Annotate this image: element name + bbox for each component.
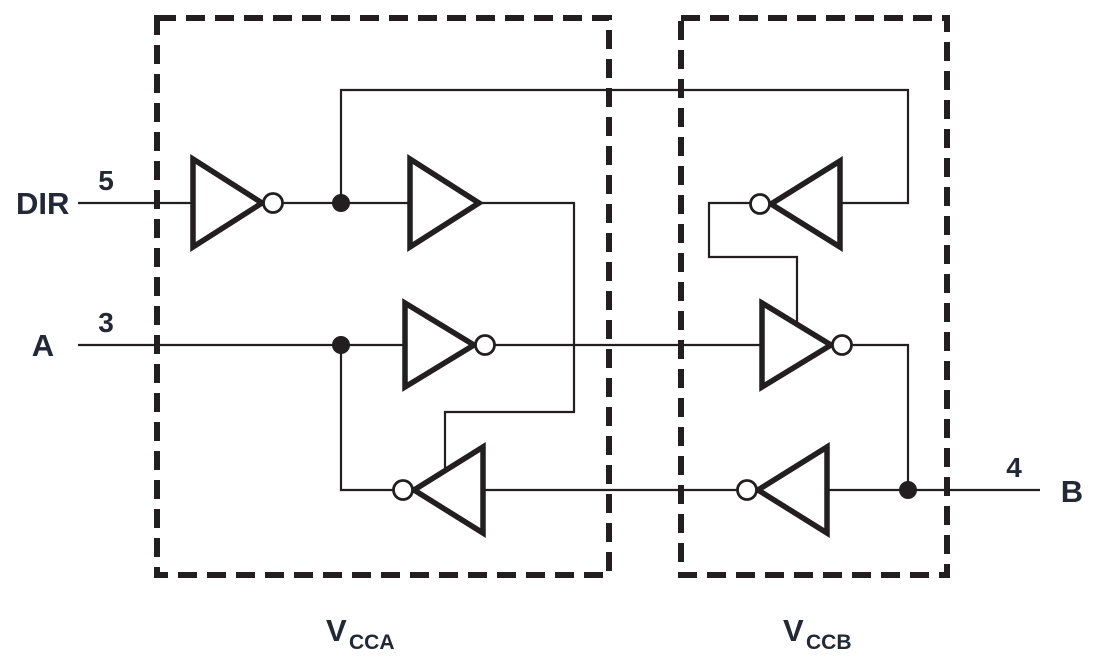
a-to-b-driver-gate	[402, 298, 480, 392]
b-pin-number: 4	[1006, 452, 1022, 483]
wire-bside-enable	[707, 201, 799, 331]
a-pin-label: A	[32, 328, 54, 363]
wire-aside-enable	[443, 201, 576, 475]
dir-inverter-bside-gate	[765, 156, 843, 252]
b-input-inverter-gate	[752, 442, 830, 538]
junction-dot-dir-node	[332, 194, 350, 212]
inversion-bubble-bside-inverter	[749, 193, 771, 215]
inversion-bubble-a-output	[392, 479, 414, 501]
dir-buffer-gate	[407, 153, 485, 253]
dir-pin-label: DIR	[16, 186, 69, 221]
b-to-a-output-driver-gate	[408, 442, 486, 538]
wire-dir-top-rail	[339, 88, 910, 205]
vccb-label-subscript: CCB	[806, 631, 852, 654]
dir-input-inverter-gate	[190, 153, 268, 253]
junction-dot-a-node	[332, 336, 350, 354]
wire-b-driver-output	[852, 343, 910, 490]
inversion-bubble-a-driver	[474, 334, 496, 356]
vccb-label-main: V	[783, 613, 804, 648]
a-pin-number: 3	[98, 307, 114, 338]
vcca-label-main: V	[326, 613, 347, 648]
b-pin-label: B	[1061, 474, 1083, 509]
inversion-bubble-b-input	[736, 479, 758, 501]
junction-dot-b-node	[899, 481, 917, 499]
dir-pin-number: 5	[98, 165, 114, 196]
vcca-label-subscript: CCA	[349, 631, 395, 654]
vcca-domain-box	[154, 15, 612, 578]
inversion-bubble-b-driver	[831, 334, 853, 356]
wire-b-to-a-output	[339, 345, 393, 492]
vccb-domain-box	[678, 15, 950, 578]
b-output-driver-gate	[759, 298, 837, 392]
inversion-bubble-dir-inverter	[262, 192, 284, 214]
